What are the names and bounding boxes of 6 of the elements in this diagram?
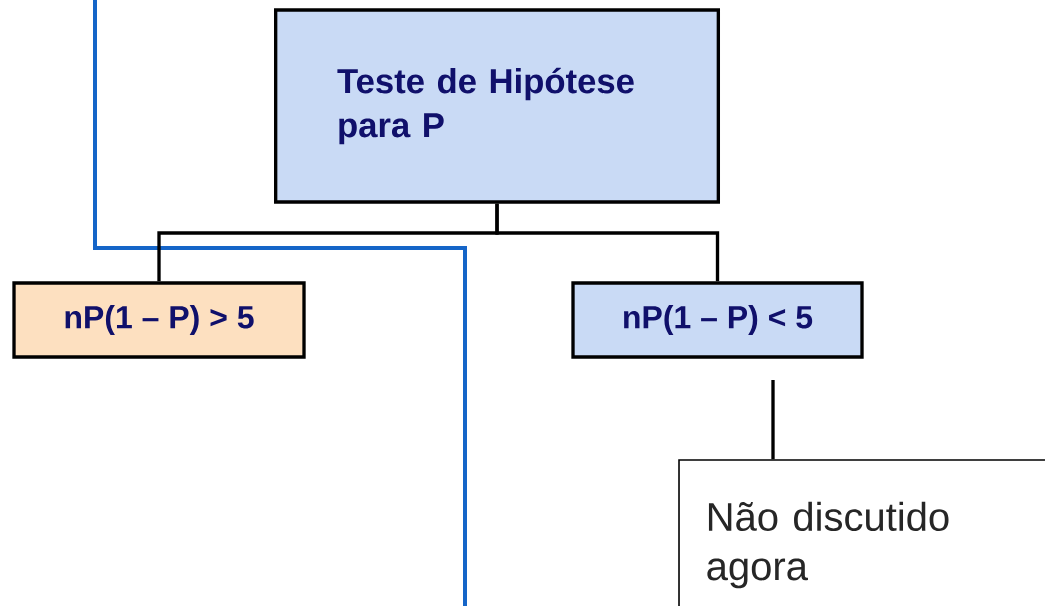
- note-box: Não discutido agora: [678, 459, 1045, 606]
- connector-line: [495, 203, 720, 282]
- connector-line: [771, 380, 775, 460]
- condition-box: nP(1 – P) < 5: [571, 281, 864, 359]
- title-box: Teste de Hipótese para P: [274, 8, 720, 204]
- condition-box: nP(1 – P) > 5: [12, 281, 306, 359]
